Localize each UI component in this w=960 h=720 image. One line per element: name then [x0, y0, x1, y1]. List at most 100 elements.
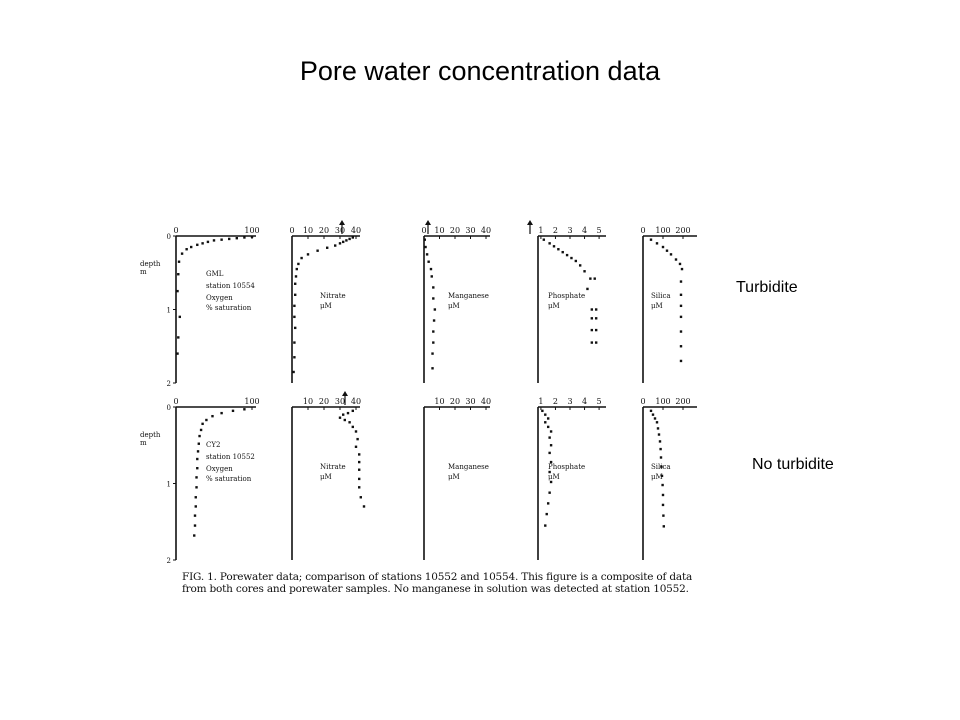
- panel-bottom-3-point-2: [546, 417, 550, 420]
- panel-top-1-label-0: Nitrate: [320, 292, 346, 300]
- panel-bottom-1-x-tick-label-2: 30: [335, 397, 345, 406]
- panel-top-1-point-3: [342, 240, 345, 244]
- panel-top-2-point-9: [432, 319, 436, 322]
- panel-top-0-point-11: [180, 252, 184, 255]
- panel-bottom-2-label-0: Manganese: [448, 463, 489, 471]
- panel-bottom-0-point-9: [196, 450, 200, 453]
- panel-bottom-4-point-14: [662, 514, 665, 517]
- panel-bottom-3-x-tick-label-3: 4: [582, 397, 587, 406]
- panel-top-3-point-16: [594, 317, 598, 320]
- panel-bottom-0-label-0: CY2: [206, 441, 220, 449]
- panel-top-2-x-tick-label-2: 20: [450, 226, 460, 235]
- panel-bottom-1-point-10: [358, 453, 361, 456]
- panel-bottom-4-point-8: [659, 456, 663, 459]
- panel-bottom-1-x-tick-label-0: 10: [303, 397, 313, 406]
- panel-top-1-x-tick-label-2: 20: [319, 226, 329, 235]
- panel-bottom-4-label-1: μM: [651, 473, 663, 481]
- panel-top-3-x-tick-label-0: 1: [538, 226, 543, 235]
- panel-top-4-point-11: [679, 315, 683, 319]
- panel-bottom-1-point-9: [354, 445, 358, 448]
- panel-top-0-ylabel-0: depth: [140, 260, 161, 268]
- panel-top-0-label-0: GML: [206, 270, 224, 278]
- panel-bottom-4-point-0: [649, 409, 653, 413]
- panel-bottom-1-point-13: [358, 477, 361, 481]
- panel-bottom-4-x-tick-label-1: 100: [655, 397, 670, 406]
- panel-bottom-3-label-0: Phosphate: [548, 463, 585, 471]
- panel-bottom-0-point-2: [220, 411, 223, 415]
- panel-top-1-point-8: [306, 253, 310, 256]
- panel-top-3-point-18: [594, 328, 598, 332]
- row-label-no-turbidite: No turbidite: [752, 456, 834, 473]
- panel-bottom-3-point-5: [549, 430, 553, 433]
- panel-bottom-0-point-6: [199, 428, 203, 432]
- panel-top-2-point-12: [431, 352, 434, 355]
- panel-top-0-y-tick-label-0: 0: [167, 233, 171, 241]
- panel-top-2-point-7: [432, 297, 435, 300]
- panel-top-4-label-1: μM: [651, 302, 663, 310]
- panel-bottom-3-point-4: [546, 425, 550, 429]
- panel-top-0-point-10: [185, 248, 188, 251]
- panel-bottom-0-point-12: [195, 476, 198, 479]
- panel-bottom-0-point-15: [194, 505, 197, 508]
- panel-top-3-point-20: [594, 341, 598, 344]
- panel-bottom-4-point-3: [655, 421, 659, 424]
- panel-bottom-0-point-7: [198, 434, 201, 438]
- panel-bottom-4-point-5: [657, 433, 661, 436]
- arrow-marker-head-2: [527, 220, 533, 225]
- panel-bottom-1-point-6: [351, 425, 354, 429]
- panel-top-1-point-13: [294, 282, 297, 285]
- panel-bottom-0-ylabel-1: m: [140, 439, 147, 447]
- panel-top-1-point-0: [351, 236, 354, 239]
- panel-bottom-4-point-6: [658, 440, 662, 443]
- panel-top-3-point-0: [542, 238, 546, 241]
- arrow-marker-head-3: [342, 391, 348, 396]
- panel-bottom-1-point-7: [354, 430, 358, 433]
- panel-bottom-0-y-tick-label-1: 1: [167, 481, 171, 489]
- panel-bottom-0-point-14: [194, 496, 197, 499]
- panel-top-1-point-19: [293, 356, 296, 359]
- panel-top-3-point-12: [586, 287, 589, 291]
- panel-bottom-1-point-12: [358, 468, 361, 471]
- panel-top-2-point-6: [432, 286, 435, 289]
- panel-top-0-point-9: [190, 245, 193, 249]
- panel-top-0-ylabel-1: m: [140, 268, 147, 276]
- panel-bottom-0-label-1: station 10552: [206, 453, 255, 461]
- panel-bottom-1-point-3: [338, 416, 342, 419]
- panel-top-2-point-11: [432, 341, 435, 344]
- panel-top-1-x-tick-label-4: 40: [351, 226, 361, 235]
- panel-bottom-0-x-tick-label-0: 0: [173, 397, 178, 406]
- panel-bottom-4-point-12: [661, 493, 665, 497]
- panel-bottom-4-point-15: [662, 525, 665, 528]
- panel-bottom-1-point-0: [351, 409, 354, 413]
- panel-top-3-point-10: [589, 277, 592, 280]
- panel-top-2-x-tick-label-4: 40: [481, 226, 491, 235]
- panel-bottom-1-point-5: [348, 421, 351, 424]
- panel-bottom-3-point-13: [546, 502, 550, 505]
- panel-top-3-point-9: [583, 270, 586, 273]
- panel-bottom-3-point-15: [544, 524, 547, 527]
- panel-top-3-point-3: [557, 248, 560, 251]
- panel-bottom-4-point-11: [661, 483, 664, 487]
- panel-top-2-point-0: [423, 238, 426, 241]
- panel-top-3-point-2: [552, 245, 556, 248]
- panel-top-0-point-0: [250, 235, 254, 238]
- panel-top-2-point-5: [430, 275, 433, 278]
- panel-top-0-point-6: [206, 240, 210, 244]
- panel-bottom-1-point-14: [358, 486, 361, 489]
- panel-top-3-point-15: [590, 317, 594, 320]
- panel-top-2-point-1: [424, 245, 427, 249]
- panel-bottom-3-x-tick-label-1: 2: [553, 397, 558, 406]
- panel-bottom-0-label-3: % saturation: [206, 475, 252, 483]
- panel-bottom-4-point-13: [661, 503, 665, 507]
- panel-top-0-point-13: [177, 273, 180, 276]
- panel-top-4-x-tick-label-2: 200: [675, 226, 690, 235]
- panel-top-3-point-17: [590, 328, 594, 332]
- panel-top-0-label-3: % saturation: [206, 304, 252, 312]
- panel-bottom-0-point-1: [231, 409, 235, 413]
- panel-top-4-point-9: [679, 293, 683, 296]
- panel-top-0-point-14: [176, 289, 179, 293]
- panel-bottom-4-x-tick-label-2: 200: [675, 397, 690, 406]
- panel-top-1-label-1: μM: [320, 302, 332, 310]
- panel-bottom-0-point-4: [205, 418, 208, 422]
- panel-top-3-point-4: [561, 250, 564, 254]
